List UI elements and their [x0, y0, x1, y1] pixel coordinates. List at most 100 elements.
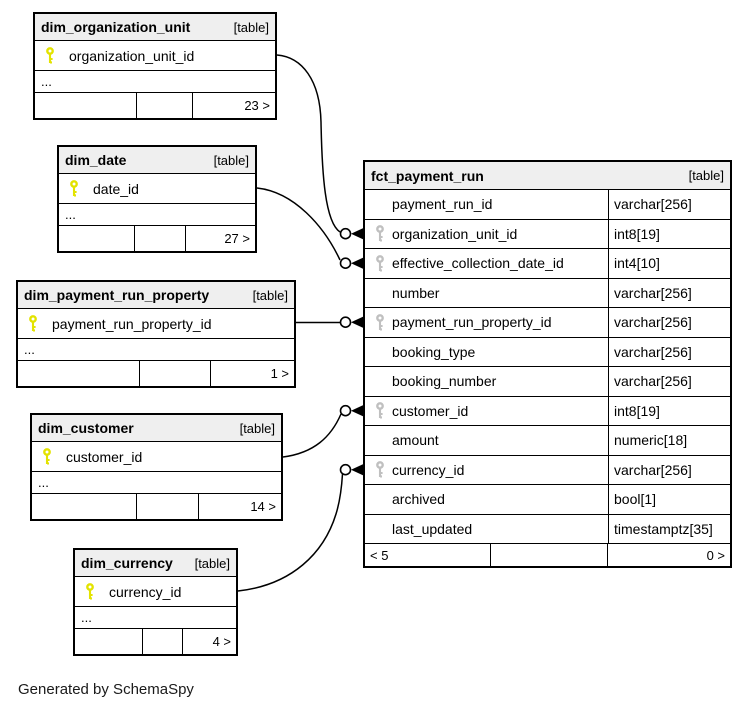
related-count: 27 > — [224, 231, 250, 246]
foreign-key-icon — [375, 313, 385, 331]
cardinality-dot-icon — [339, 316, 352, 329]
table-name[interactable]: dim_currency — [81, 555, 173, 571]
column-name: customer_id — [66, 448, 143, 465]
column-row: archived bool[1] — [365, 485, 730, 515]
column-name: payment_run_property_id — [52, 315, 212, 332]
relationship-line-customer — [282, 413, 342, 458]
column-type: numeric[18] — [608, 426, 730, 455]
column-row: effective_collection_date_id int4[10] — [365, 249, 730, 279]
column-type: int4[10] — [608, 249, 730, 278]
column-row: organization_unit_id int8[19] — [365, 219, 730, 249]
table-dim-organization-unit: dim_organization_unit [table] organizati… — [33, 12, 277, 120]
more-columns-ellipsis: ... — [35, 71, 275, 93]
column-type: int8[19] — [608, 219, 730, 248]
column-name: last_updated — [392, 520, 473, 537]
more-columns-ellipsis: ... — [75, 607, 236, 629]
column-name: payment_run_id — [392, 196, 493, 213]
related-count: 14 > — [250, 499, 276, 514]
related-count: 4 > — [212, 634, 231, 649]
column-name: booking_type — [392, 343, 476, 360]
column-name: date_id — [93, 180, 139, 197]
table-header: dim_currency [table] — [75, 550, 236, 577]
table-header: dim_organization_unit [table] — [35, 14, 275, 41]
column-type: timestamptz[35] — [608, 514, 730, 543]
column-type: varchar[256] — [608, 278, 730, 307]
footer-cell — [143, 629, 183, 654]
column-row: currency_id varchar[256] — [365, 455, 730, 485]
column-name: effective_collection_date_id — [392, 255, 564, 272]
column-name: number — [392, 284, 440, 301]
table-tag: [table] — [233, 19, 269, 35]
column-row: customer_id int8[19] — [365, 396, 730, 426]
relationship-line-organization-unit — [276, 54, 341, 233]
footer-cell — [75, 629, 143, 654]
footer-cell — [135, 226, 187, 251]
column-row: booking_type varchar[256] — [365, 337, 730, 367]
table-dim-payment-run-property: dim_payment_run_property [table] payment… — [16, 280, 296, 388]
column-row: amount numeric[18] — [365, 426, 730, 456]
table-name[interactable]: dim_organization_unit — [41, 19, 191, 35]
table-name[interactable]: dim_date — [65, 152, 127, 168]
column-name: currency_id — [392, 461, 465, 478]
table-footer: 27 > — [59, 226, 255, 251]
table-header: dim_customer [table] — [32, 415, 281, 442]
column-row: currency_id — [75, 577, 236, 607]
column-name: currency_id — [109, 583, 182, 600]
table-header: dim_payment_run_property [table] — [18, 282, 294, 309]
table-name[interactable]: dim_customer — [38, 420, 134, 436]
table-dim-customer: dim_customer [table] customer_id ... 14 … — [30, 413, 283, 521]
cardinality-dot-icon — [339, 463, 352, 476]
primary-key-icon — [45, 47, 55, 64]
table-tag: [table] — [213, 152, 249, 168]
column-name: booking_number — [392, 373, 497, 390]
column-row: last_updated timestamptz[35] — [365, 514, 730, 544]
footer-cell — [59, 226, 136, 251]
foreign-key-icon — [375, 461, 385, 478]
footer-cell — [32, 494, 137, 519]
cardinality-dot-icon — [339, 227, 352, 240]
table-header: dim_date [table] — [59, 147, 255, 174]
table-name[interactable]: dim_payment_run_property — [24, 287, 210, 303]
column-name: organization_unit_id — [392, 225, 518, 242]
column-row: booking_number varchar[256] — [365, 367, 730, 397]
footer-cell — [140, 361, 212, 386]
table-footer: 4 > — [75, 629, 236, 654]
table-name[interactable]: fct_payment_run — [371, 167, 484, 184]
column-type: varchar[256] — [608, 190, 730, 219]
column-row: date_id — [59, 174, 255, 204]
related-count: 23 > — [244, 98, 270, 113]
column-type: varchar[256] — [608, 367, 730, 396]
primary-key-icon — [85, 583, 95, 600]
column-row: customer_id — [32, 442, 281, 472]
primary-key-icon — [42, 448, 52, 465]
cardinality-dot-icon — [339, 257, 352, 270]
foreign-key-icon — [375, 225, 385, 242]
foreign-key-icon — [375, 254, 385, 272]
table-tag: [table] — [252, 287, 288, 303]
footer-cell — [18, 361, 141, 386]
related-count: 1 > — [270, 366, 289, 381]
table-fct-payment-run: fct_payment_run [table] payment_run_id v… — [363, 160, 732, 568]
column-row: payment_run_id varchar[256] — [365, 190, 730, 220]
column-type: bool[1] — [608, 485, 730, 514]
table-footer: 1 > — [18, 361, 294, 386]
parent-count: < 5 — [365, 544, 491, 566]
column-row: payment_run_property_id — [18, 309, 294, 339]
column-row: payment_run_property_id varchar[256] — [365, 308, 730, 338]
primary-key-icon — [69, 180, 79, 197]
table-dim-currency: dim_currency [table] currency_id ... 4 > — [73, 548, 238, 656]
table-header: fct_payment_run [table] — [365, 162, 730, 190]
footer-cell — [491, 544, 608, 566]
table-dim-date: dim_date [table] date_id ... 27 > — [57, 145, 257, 253]
more-columns-ellipsis: ... — [59, 204, 255, 226]
footer-cell — [35, 93, 138, 118]
related-count: 0 > — [706, 547, 725, 563]
column-row: number varchar[256] — [365, 278, 730, 308]
foreign-key-icon — [375, 402, 385, 419]
relationship-line-date — [256, 187, 341, 261]
column-name: organization_unit_id — [69, 47, 195, 64]
table-tag: [table] — [194, 555, 230, 571]
column-name: amount — [392, 432, 439, 449]
column-name: archived — [392, 491, 445, 508]
